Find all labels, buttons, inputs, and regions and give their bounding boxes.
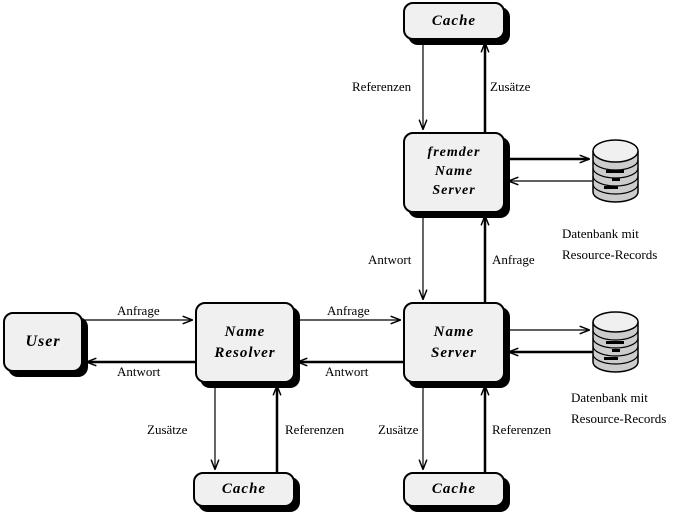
label-anfrage-user: Anfrage <box>117 303 160 318</box>
label-antwort-mid: Antwort <box>368 252 412 267</box>
label-zusaetze-right: Zusätze <box>378 422 419 437</box>
label-anfrage-resolver-server: Anfrage <box>327 303 370 318</box>
database-cylinder-top-icon <box>592 139 639 203</box>
node-fremder-name-server: fremder Name Server <box>403 132 505 213</box>
node-cache-bottom-right-label: Cache <box>431 481 477 498</box>
node-cache-bottom-left-label: Cache <box>221 481 267 498</box>
node-name-server: Name Server <box>403 302 505 383</box>
label-zusaetze-left: Zusätze <box>147 422 188 437</box>
database-top-label: Datenbank mit Resource-Records <box>562 226 658 262</box>
node-name-server-label: Name Server <box>431 324 477 361</box>
node-cache-bottom-right: Cache <box>403 472 505 507</box>
node-cache-top-label: Cache <box>431 12 477 29</box>
node-user-label: User <box>25 333 61 351</box>
node-name-resolver-label: Name Resolver <box>214 324 276 361</box>
node-name-resolver: Name Resolver <box>195 302 295 383</box>
label-anfrage-mid: Anfrage <box>492 252 535 267</box>
label-referenzen-left: Referenzen <box>285 422 345 437</box>
label-antwort-user: Antwort <box>117 364 161 379</box>
label-referenzen-top: Referenzen <box>352 79 412 94</box>
label-antwort-server-resolver: Antwort <box>325 364 369 379</box>
database-cylinder-bottom-icon <box>592 311 639 373</box>
node-cache-bottom-left: Cache <box>193 472 295 507</box>
node-user: User <box>3 312 83 372</box>
node-cache-top: Cache <box>403 2 505 40</box>
database-bottom-label: Datenbank mit Resource-Records <box>571 390 667 426</box>
label-zusaetze-top: Zusätze <box>490 79 531 94</box>
label-referenzen-right: Referenzen <box>492 422 552 437</box>
node-fremder-name-server-label: fremder Name Server <box>427 145 481 198</box>
